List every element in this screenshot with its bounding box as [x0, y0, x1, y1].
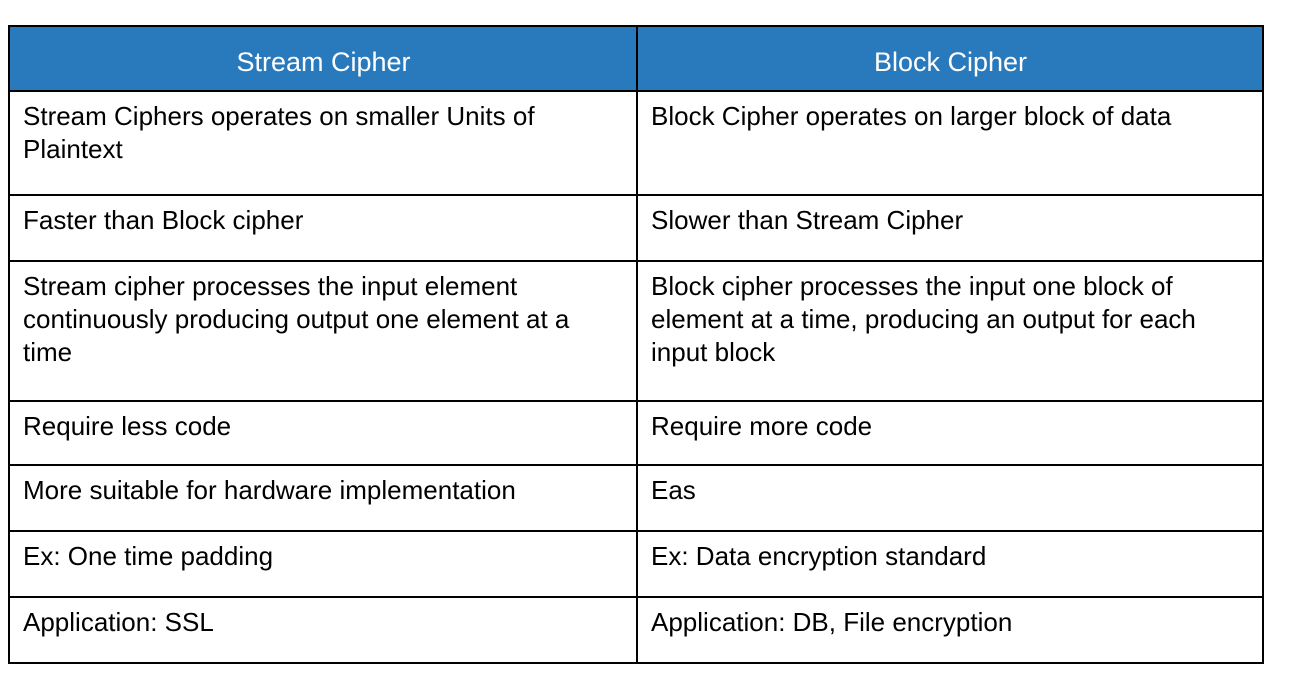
column-header-block-cipher: Block Cipher	[636, 25, 1264, 92]
cell-text: Eas	[651, 475, 696, 505]
table-row: Require less code Require more code	[8, 400, 1264, 466]
cell-stream-cipher: Stream Ciphers operates on smaller Units…	[8, 90, 638, 196]
cell-text: Slower than Stream Cipher	[651, 205, 964, 235]
table-header: Stream Cipher Block Cipher	[8, 25, 1264, 92]
table-row: Application: SSL Application: DB, File e…	[8, 596, 1264, 664]
cell-text: Faster than Block cipher	[23, 205, 304, 235]
cell-stream-cipher: Ex: One time padding	[8, 530, 638, 598]
table-row: Ex: One time padding Ex: Data encryption…	[8, 530, 1264, 598]
cipher-comparison-table: Stream Cipher Block Cipher Stream Cipher…	[8, 25, 1264, 664]
cell-text: Ex: Data encryption standard	[651, 541, 987, 571]
cell-text: Block Cipher operates on larger block of…	[651, 101, 1172, 131]
cell-stream-cipher: Faster than Block cipher	[8, 194, 638, 262]
cell-stream-cipher: Stream cipher processes the input elemen…	[8, 260, 638, 402]
table-header-row: Stream Cipher Block Cipher	[8, 25, 1264, 92]
cell-text: Stream Ciphers operates on smaller Units…	[23, 101, 535, 164]
table-body: Stream Ciphers operates on smaller Units…	[8, 90, 1264, 664]
table-row: Stream Ciphers operates on smaller Units…	[8, 90, 1264, 196]
column-header-stream-cipher: Stream Cipher	[8, 25, 638, 92]
cell-stream-cipher: More suitable for hardware implementatio…	[8, 464, 638, 532]
cell-text: Require more code	[651, 411, 873, 441]
cell-block-cipher: Require more code	[636, 400, 1264, 466]
cell-block-cipher: Eas	[636, 464, 1264, 532]
cell-block-cipher: Application: DB, File encryption	[636, 596, 1264, 664]
cell-text: Stream cipher processes the input elemen…	[23, 271, 570, 367]
cell-stream-cipher: Application: SSL	[8, 596, 638, 664]
cell-block-cipher: Block Cipher operates on larger block of…	[636, 90, 1264, 196]
cell-text: Block cipher processes the input one blo…	[651, 271, 1196, 367]
cell-text: More suitable for hardware implementatio…	[23, 475, 516, 505]
cell-text: Require less code	[23, 411, 232, 441]
cell-block-cipher: Ex: Data encryption standard	[636, 530, 1264, 598]
cell-text: Ex: One time padding	[23, 541, 274, 571]
cell-block-cipher: Slower than Stream Cipher	[636, 194, 1264, 262]
cell-stream-cipher: Require less code	[8, 400, 638, 466]
cell-text: Application: SSL	[23, 607, 214, 637]
table-row: More suitable for hardware implementatio…	[8, 464, 1264, 532]
table-row: Faster than Block cipher Slower than Str…	[8, 194, 1264, 262]
table-row: Stream cipher processes the input elemen…	[8, 260, 1264, 402]
cell-text: Application: DB, File encryption	[651, 607, 1013, 637]
cell-block-cipher: Block cipher processes the input one blo…	[636, 260, 1264, 402]
